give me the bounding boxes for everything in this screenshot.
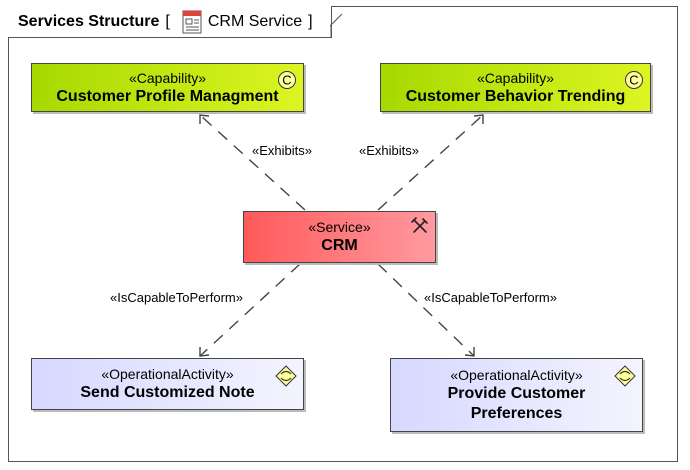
svg-text:C: C: [282, 73, 291, 88]
service-crm[interactable]: «Service» CRM: [243, 211, 436, 263]
bracket-close: ]: [308, 12, 313, 30]
element-name-line-1: Provide Customer: [447, 385, 586, 402]
capable-right-arrowhead: [464, 347, 475, 357]
diagram-name-label: CRM Service: [207, 12, 303, 30]
exhibits-right-label: «Exhibits»: [357, 143, 421, 158]
element-name: Send Customized Note: [80, 384, 255, 401]
tab-notch: [330, 13, 342, 38]
capable-right-label: «IsCapableToPerform»: [422, 290, 559, 305]
element-name-line-2: Preferences: [470, 405, 563, 422]
diagram-type-label: Services Structure: [18, 12, 160, 30]
activity-send-customized-note[interactable]: «OperationalActivity» Send Customized No…: [31, 358, 304, 410]
capability-customer-behavior[interactable]: «Capability» Customer Behavior Trending …: [380, 63, 651, 112]
capable-right-line[interactable]: [377, 263, 475, 357]
capable-left-arrowhead: [199, 347, 210, 357]
element-name: Customer Profile Managment: [56, 87, 279, 105]
exhibits-right-line[interactable]: [377, 114, 484, 211]
stereotype-label: «Service»: [308, 219, 371, 235]
exhibits-left-line[interactable]: [199, 114, 306, 211]
capable-left-label: «IsCapableToPerform»: [108, 290, 245, 305]
exhibits-left-label: «Exhibits»: [250, 143, 314, 158]
tools-icon: [411, 217, 428, 233]
exhibits-left-arrowhead: [199, 114, 210, 124]
document-icon: [182, 10, 202, 33]
capability-c-icon: C: [278, 71, 296, 89]
diagram-header-tab: Services Structure [ CRM Service ]: [8, 6, 332, 38]
capability-customer-profile[interactable]: «Capability» Customer Profile Managment …: [31, 63, 304, 112]
activity-provide-customer-preferences[interactable]: «OperationalActivity» Provide Customer P…: [390, 358, 643, 432]
element-name: Customer Behavior Trending: [405, 87, 626, 105]
svg-text:C: C: [629, 73, 638, 88]
exhibits-right-arrowhead: [473, 114, 484, 124]
bracket-open: [: [165, 12, 170, 30]
activity-icon: [275, 365, 297, 387]
activity-icon: [614, 365, 636, 387]
stereotype-label: «Capability»: [128, 69, 207, 86]
stereotype-label: «Capability»: [476, 69, 555, 86]
element-name: CRM: [321, 237, 358, 254]
stereotype-label: «OperationalActivity»: [450, 367, 583, 383]
capability-c-icon: C: [625, 71, 643, 89]
capable-left-line[interactable]: [199, 263, 301, 357]
stereotype-label: «OperationalActivity»: [101, 366, 234, 382]
